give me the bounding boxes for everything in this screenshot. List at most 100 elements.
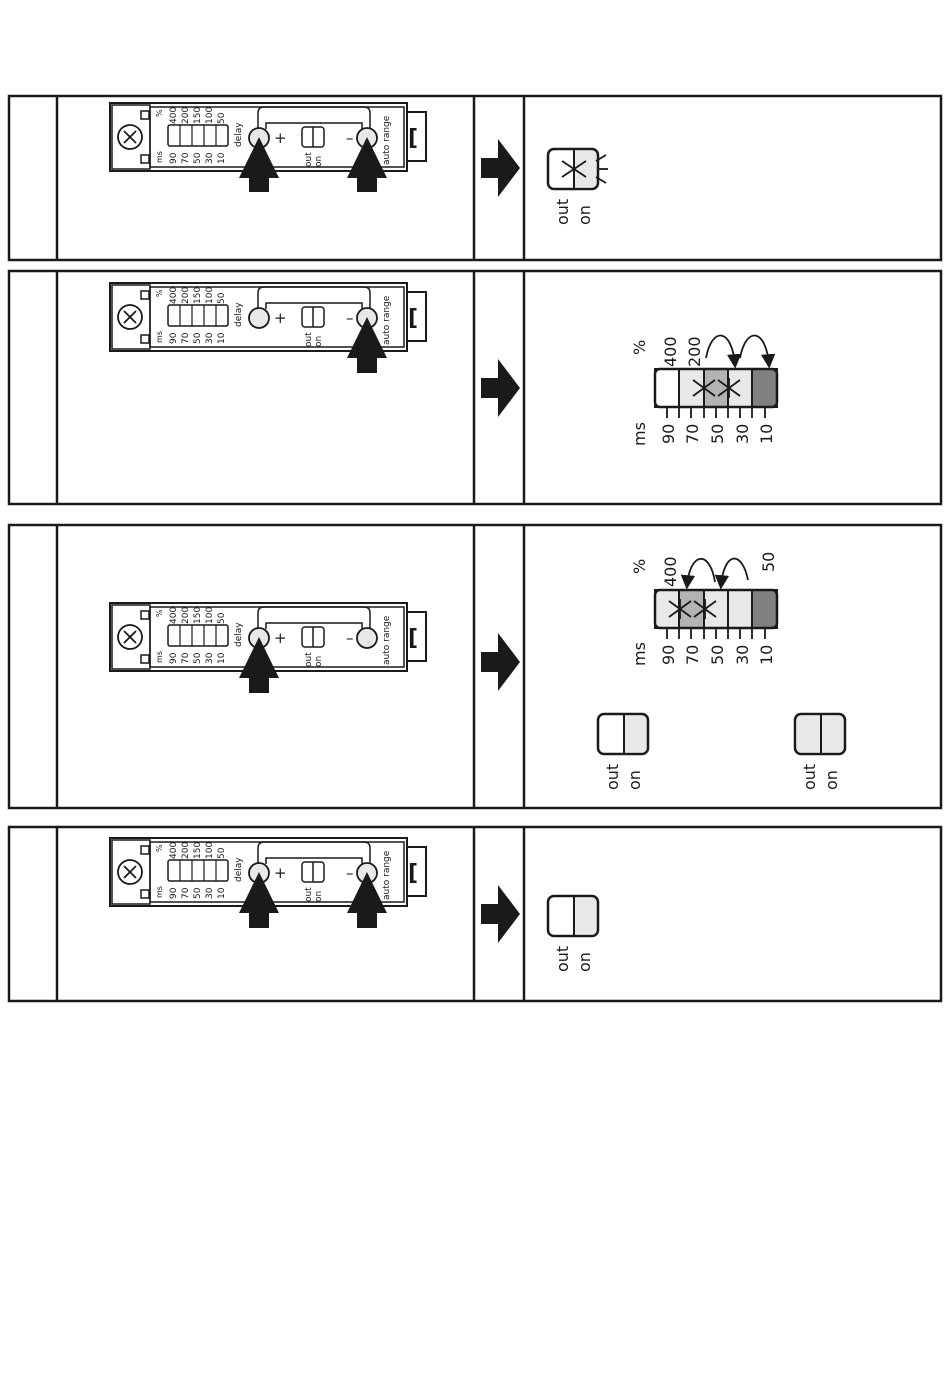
bar-seg-1 [654,368,680,408]
device-delay-label: delay [234,622,244,647]
bargraph3-ms-label-30: 30 [733,645,752,665]
device-ms-label-3: 30 [205,332,215,344]
device-pct-label-3: 100 [205,842,215,859]
device-minus-label: – [346,864,354,882]
bargraph-ms-symbol: ms [630,422,649,446]
device-auto-range-label: auto range [382,115,392,165]
device-pct-symbol: % [155,109,164,117]
result-arrow-icon-step-3 [481,633,520,691]
press-arrow-minus-step-1 [347,137,387,192]
led-on-label: on [575,952,594,972]
device-ms-label-1: 70 [181,887,191,899]
connector-plug [406,611,427,662]
device-ms-label-0: 90 [169,652,179,664]
result-arrow-icon-step-1 [481,139,520,197]
device-out-label: out [304,152,314,167]
led-on-label: on [822,770,841,790]
bargraph3-pct-label-400: 400 [661,556,680,587]
bargraph-ms-label-30: 30 [733,424,752,444]
device-ms-symbol: ms [155,331,164,343]
mount-notch-bottom [140,654,150,664]
bar-seg-4 [727,368,753,408]
result-arrow-icon-step-4 [481,885,520,943]
led-left-half [550,151,574,187]
device-auto-range-label: auto range [382,615,392,665]
mount-notch-bottom [140,154,150,164]
device-pct-symbol: % [155,609,164,617]
bar3-seg-4 [727,589,753,629]
device-pct-label-3: 100 [205,287,215,304]
press-arrow-plus-step-1 [239,137,279,192]
device-ms-label-2: 50 [193,152,203,164]
bargraph-ticks [666,407,766,418]
button-bracket-outer [257,841,371,864]
device-ms-label-2: 50 [193,332,203,344]
bargraph-ms-label-90: 90 [659,424,678,444]
device-on-label: on [314,891,324,902]
device-on-label: on [314,336,324,347]
led-left-half [550,898,574,934]
device-output-led [301,306,325,328]
mount-notch-bottom [140,334,150,344]
curve-arrow-b [739,334,776,369]
device-minus-label: – [346,629,354,647]
device-ms-label-3: 30 [205,152,215,164]
device-ms-label-0: 90 [169,152,179,164]
device-ms-label-0: 90 [169,332,179,344]
device-ms-label-4: 10 [217,652,227,664]
bargraph-pct-label-200: 200 [685,336,704,367]
connector-glyph: [ [408,626,418,651]
bargraph-pct-label-400: 400 [661,336,680,367]
bargraph-step-3: % 400 50 [630,552,779,666]
curve3-arrow-a [680,557,716,590]
device-output-led [301,126,325,148]
mount-notch-top [140,290,150,300]
screw-icon [117,124,143,150]
minus-button [356,627,378,649]
led-left-half [797,716,821,752]
led-right-half [574,151,598,187]
device-output-led [301,626,325,648]
device-pct-label-3: 100 [205,607,215,624]
led-on-label: on [575,205,594,225]
led-out-label: out [553,946,572,972]
bar3-seg-5 [751,589,778,629]
device-minus-label: – [346,309,354,327]
press-arrow-plus-step-4 [239,872,279,928]
device-pct-label-0: 400 [169,287,179,304]
curve3-arrow-b [714,557,749,590]
button-bracket-outer [257,286,371,309]
device-pct-label-0: 400 [169,607,179,624]
connector-plug [406,291,427,342]
bargraph3-pct-symbol: % [630,559,649,574]
bar3-seg-3 [703,589,729,629]
led-out-label: out [553,199,572,225]
blink-mark-seg-3 [717,378,741,398]
device-pct-label-0: 400 [169,842,179,859]
bargraph-ms-label-70: 70 [683,424,702,444]
led-blink-mark-icon [561,154,608,184]
bargraph3-ms-label-90: 90 [659,645,678,665]
led-out-label: out [603,764,622,790]
bargraph-pct-symbol: % [630,340,649,355]
bargraph3-pct-label-50: 50 [759,552,778,572]
device-plus-label: + [274,309,287,327]
device-ms-label-3: 30 [205,652,215,664]
device-plus-label: + [274,629,287,647]
device-delay-label: delay [234,302,244,327]
device-ms-symbol: ms [155,886,164,898]
curve-arrow-a [705,334,742,369]
button-bracket-outer [257,606,371,629]
device-pct-symbol: % [155,289,164,297]
plus-button [248,307,270,329]
led-out-label: out [800,764,819,790]
device-pct-label-1: 200 [181,107,191,124]
device-pct-label-4: 50 [217,612,227,624]
